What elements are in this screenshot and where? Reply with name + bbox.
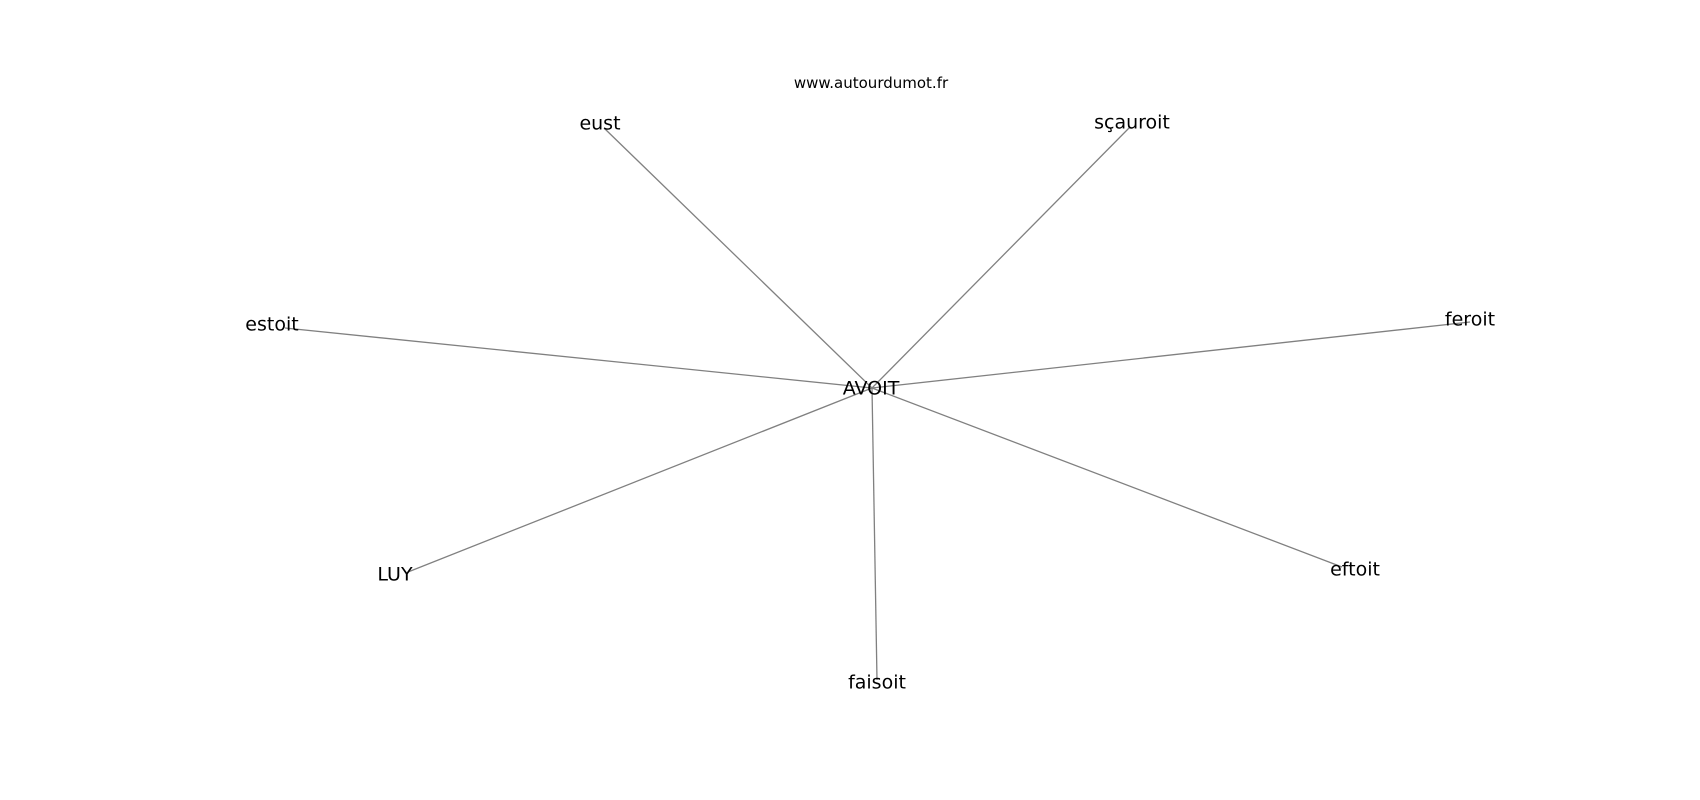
edge-avoit-eftoit (871, 387, 1343, 568)
edge-avoit-estoit (284, 327, 873, 389)
node-faisoit[interactable]: faisoit (848, 671, 906, 694)
edge-avoit-feroit (871, 321, 1471, 389)
node-eust[interactable]: eust (579, 112, 621, 135)
edge-avoit-faisoit (871, 387, 878, 681)
node-estoit[interactable]: estoit (245, 313, 299, 336)
node-avoit[interactable]: AVOIT (842, 377, 900, 400)
node-luy[interactable]: LUY (377, 563, 413, 586)
node-eftoit[interactable]: eftoit (1330, 558, 1380, 581)
edge-avoit-eust (603, 127, 873, 389)
edge-avoit-luy (407, 387, 873, 573)
node-feroit[interactable]: feroit (1444, 308, 1496, 331)
node-scauroit[interactable]: sçauroit (1094, 111, 1170, 134)
edge-avoit-scauroit (871, 126, 1131, 389)
watermark-url[interactable]: www.autourdumot.fr (793, 74, 949, 92)
